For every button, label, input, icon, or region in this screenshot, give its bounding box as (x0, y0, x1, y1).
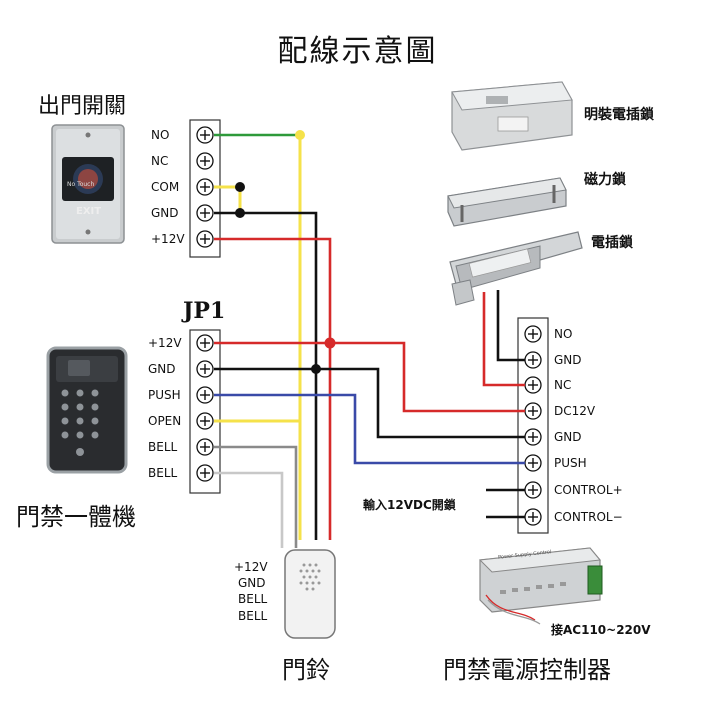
jp1-label: JP1 (183, 298, 226, 324)
keypad-terminal-open: OPEN (148, 414, 182, 428)
ctrl-terminal-gnd-1: GND (554, 353, 582, 367)
exit-terminal-12v: +12V (151, 232, 185, 246)
ctrl-terminal-control-minus: CONTROL− (554, 510, 623, 524)
no-touch-text: No Touch (67, 181, 95, 188)
doorbell-device (284, 549, 336, 639)
ctrl-terminal-control-plus: CONTROL+ (554, 483, 623, 497)
exit-terminal-block (189, 119, 221, 258)
ac-input-note: 接AC110~220V (551, 623, 651, 637)
exit-terminal-com: COM (151, 180, 180, 194)
doorbell-label: 門鈴 (282, 656, 330, 684)
exit-terminal-gnd: GND (151, 206, 179, 220)
doorbell-pin-gnd: GND (238, 576, 266, 590)
keypad-label: 門禁一體機 (16, 503, 136, 531)
lock-label-surface-bolt: 明裝電插鎖 (584, 107, 654, 123)
lock-label-electric-bolt: 電插鎖 (591, 235, 633, 251)
keypad-terminal-bell-1: BELL (148, 440, 178, 454)
controller-terminal-block (517, 317, 549, 534)
ctrl-terminal-push: PUSH (554, 456, 587, 470)
junction-dots (235, 130, 336, 374)
electric-bolt-lock (449, 231, 583, 306)
magnetic-lock (447, 177, 567, 227)
exit-terminal-no: NO (151, 128, 170, 142)
exit-text: EXIT (76, 206, 102, 217)
keypad-terminal-gnd: GND (148, 362, 176, 376)
ctrl-terminal-gnd-2: GND (554, 430, 582, 444)
lock-label-magnetic: 磁力鎖 (584, 172, 626, 188)
keypad-terminal-push: PUSH (148, 388, 181, 402)
doorbell-pin-bell-1: BELL (238, 592, 268, 606)
keypad-device (46, 346, 128, 474)
keypad-terminal-12v: +12V (148, 336, 182, 350)
page-title: 配線示意圖 (277, 34, 438, 69)
surface-bolt-lock (451, 81, 573, 151)
doorbell-pin-bell-2: BELL (238, 609, 268, 623)
exit-switch-label: 出門開關 (38, 94, 127, 119)
ctrl-terminal-no: NO (554, 327, 573, 341)
keypad-terminal-bell-2: BELL (148, 466, 178, 480)
power-supply-device (478, 547, 603, 625)
keypad-terminal-block (189, 329, 221, 494)
ctrl-terminal-nc: NC (554, 378, 572, 392)
exit-terminal-nc: NC (151, 154, 169, 168)
ctrl-terminal-dc12v: DC12V (554, 404, 596, 418)
controller-label: 門禁電源控制器 (443, 656, 611, 684)
doorbell-pin-12v: +12V (234, 560, 268, 574)
exit-switch-device (51, 124, 125, 244)
wires (214, 133, 525, 548)
input-12vdc-note: 輸入12VDC開鎖 (363, 498, 456, 512)
